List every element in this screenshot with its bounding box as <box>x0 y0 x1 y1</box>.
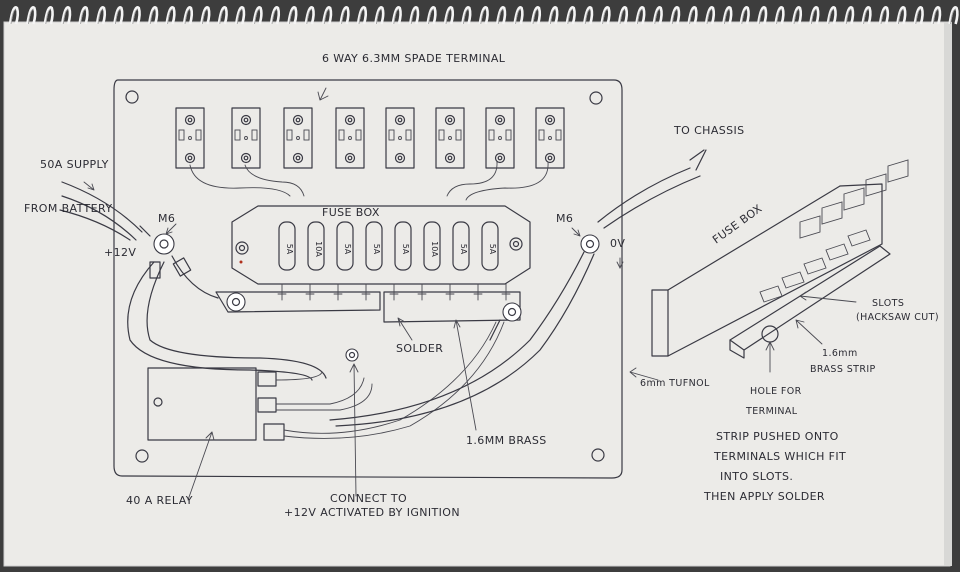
fuse-rating-label: 5A <box>401 244 410 255</box>
label-hacksaw: (HACKSAW CUT) <box>856 312 939 323</box>
label-hole-for: HOLE FOR <box>750 386 802 397</box>
strip-detail-drawing <box>651 159 909 373</box>
label-m6-right: M6 <box>556 212 573 225</box>
fuse-rating-label: 10A <box>314 241 323 257</box>
fuse-pin <box>277 283 287 301</box>
slot <box>759 285 783 303</box>
fuse-rating-label: 5A <box>343 244 352 255</box>
label-solder: SOLDER <box>396 342 443 355</box>
fuse-pins <box>277 283 511 301</box>
label-zero-v: 0V <box>610 237 625 250</box>
label-relay: 40 A RELAY <box>126 494 193 507</box>
fuse-rating-label: 5A <box>285 244 294 255</box>
brass-strip-left <box>215 291 381 313</box>
fuse: 10A <box>307 221 325 271</box>
board-hole-br <box>591 448 605 462</box>
fuse: 5A <box>452 221 470 271</box>
board-hole-tr <box>589 91 603 105</box>
spade-terminal <box>335 107 365 169</box>
label-connect-to: CONNECT TO <box>330 492 407 505</box>
label-supply: 50A SUPPLY <box>40 158 109 171</box>
fuse-pin <box>445 283 455 301</box>
spade-terminal <box>435 107 465 169</box>
spiral-binding <box>8 6 959 25</box>
label-plus-12v: +12V <box>104 246 136 259</box>
fuse-box <box>231 205 531 285</box>
label-from-battery: FROM BATTERY <box>24 202 113 215</box>
note-line-3: INTO SLOTS. <box>720 470 793 483</box>
spade-terminal <box>175 107 205 169</box>
slot <box>803 257 827 275</box>
note-line-2: TERMINALS WHICH FIT <box>713 450 846 463</box>
label-brass-strip-2: BRASS STRIP <box>810 364 876 375</box>
fuse: 10A <box>423 221 441 271</box>
fuse: 5A <box>336 221 354 271</box>
fuse: 5A <box>481 221 499 271</box>
fuse-box-screw-left <box>235 241 249 255</box>
fuse-rating-label: 5A <box>459 244 468 255</box>
board-hole-bl <box>135 449 149 463</box>
relay <box>147 367 257 441</box>
slot <box>825 243 849 261</box>
fuse-pin <box>501 283 511 301</box>
spade-terminal <box>535 107 565 169</box>
brass-strip-right <box>383 291 521 323</box>
fuse-pin <box>389 283 399 301</box>
fuse-pin <box>473 283 483 301</box>
fuse: 5A <box>278 221 296 271</box>
note-line-4: THEN APPLY SOLDER <box>703 490 825 503</box>
fuse-box-label: FUSE BOX <box>322 206 380 219</box>
spade-terminal <box>283 107 313 169</box>
mounting-board <box>113 79 623 479</box>
fuse-row: 5A 10A 5A 5A 5A 10A 5A 5A <box>278 221 499 271</box>
spade-terminal <box>385 107 415 169</box>
fuse-rating-label: 5A <box>372 244 381 255</box>
m6-stud-left <box>153 233 175 255</box>
m6-stud-right <box>580 234 600 254</box>
fuse-pin <box>417 283 427 301</box>
fuse: 5A <box>394 221 412 271</box>
label-tufnol: 6mm TUFNOL <box>640 378 710 389</box>
spade-terminal <box>485 107 515 169</box>
label-brass-strip-1: 1.6mm <box>822 348 858 359</box>
fuse: 5A <box>365 221 383 271</box>
label-m6-left: M6 <box>158 212 175 225</box>
ring-terminal-left <box>226 292 246 312</box>
slot <box>781 271 805 289</box>
fuse-pin <box>333 283 343 301</box>
ignition-terminal <box>345 348 359 362</box>
label-to-chassis: TO CHASSIS <box>673 124 745 137</box>
fuse-pin <box>361 283 371 301</box>
label-brass: 1.6MM BRASS <box>466 434 547 447</box>
note-line-1: STRIP PUSHED ONTO <box>716 430 839 443</box>
board-hole-tl <box>125 90 139 104</box>
label-slots: SLOTS <box>872 298 904 309</box>
fuse-rating-label: 5A <box>488 244 497 255</box>
label-spade-terminal: 6 WAY 6.3MM SPADE TERMINAL <box>322 52 506 65</box>
fuse-box-screw-right <box>509 237 523 251</box>
ring-terminal-right <box>502 302 522 322</box>
label-activated: +12V ACTIVATED BY IGNITION <box>284 506 460 519</box>
fuse-pin <box>305 283 315 301</box>
slot <box>847 229 871 247</box>
label-terminal: TERMINAL <box>745 406 798 417</box>
fuse-rating-label: 10A <box>430 241 439 257</box>
